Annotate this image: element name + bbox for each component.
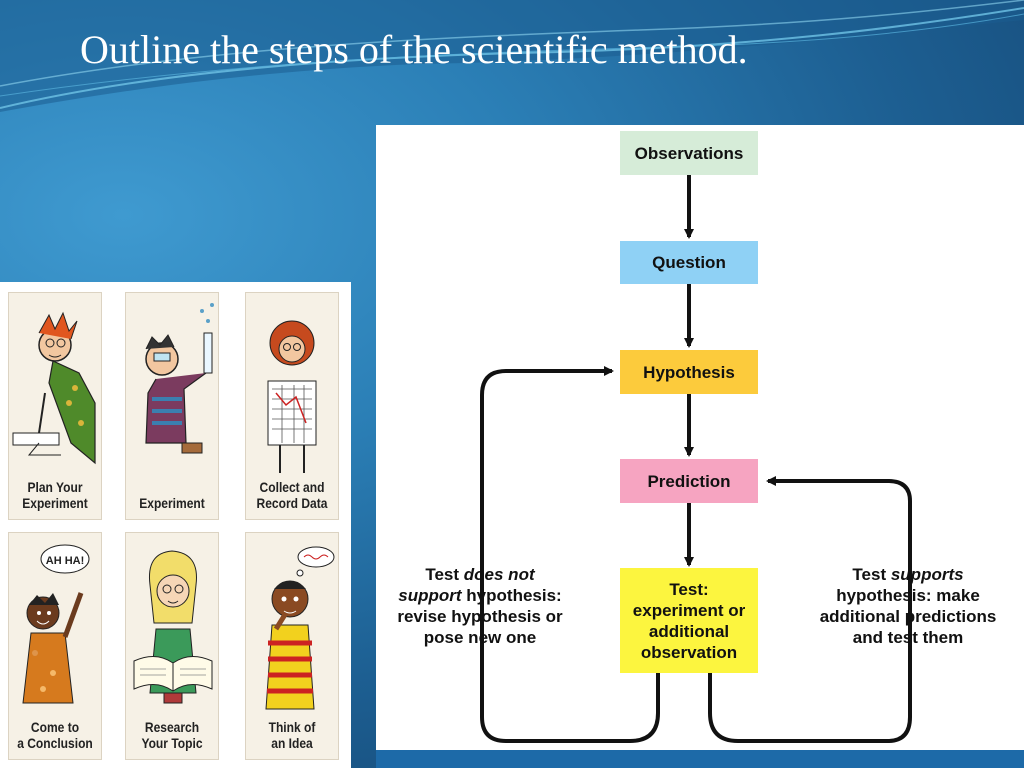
cartoon-caption: Plan Your Experiment [22, 479, 88, 511]
scientist-writing-illustration [12, 311, 96, 465]
decorative-swoosh [0, 0, 1024, 112]
loop-does-not-support [480, 366, 660, 743]
right-loop-text-4: and test them [852, 628, 964, 647]
cartoon-card-idea: Think of an Idea [245, 532, 339, 760]
step-prediction: Prediction [620, 459, 758, 503]
right-loop-label: Test supports hypothesis: make additiona… [800, 564, 1016, 648]
step-prediction-label: Prediction [647, 471, 731, 491]
scientist-test-tube-illustration [145, 303, 214, 454]
left-loop-text-1: Test [425, 565, 464, 584]
left-loop-label: Test does not support hypothesis: revise… [380, 564, 580, 648]
cartoon-caption: Come to a Conclusion [17, 719, 93, 751]
step-question: Question [620, 241, 758, 284]
kid-thinking-illustration [265, 546, 335, 710]
left-loop-italic-1: does not [463, 565, 535, 584]
cartoon-card-conclusion: AH HA! Come to a Conclusion [8, 532, 102, 760]
cartoon-card-plan-experiment: Plan Your Experiment [8, 292, 102, 520]
cartoon-card-collect-data: Collect and Record Data [245, 292, 339, 520]
step-observations: Observations [620, 131, 758, 175]
step-test-label: Test: experiment or additional observati… [632, 579, 746, 662]
speech-bubble-text: AH HA! [46, 555, 85, 567]
right-loop-text-3: additional predictions [819, 607, 997, 626]
right-loop-text-2: hypothesis: make [836, 586, 980, 605]
step-hypothesis: Hypothesis [620, 350, 758, 394]
right-loop-text-1: Test [852, 565, 891, 584]
left-loop-text-2: hypothesis: [461, 586, 562, 605]
left-loop-text-3: revise hypothesis or [397, 607, 563, 626]
step-hypothesis-label: Hypothesis [643, 362, 735, 382]
cartoon-caption: Collect and Record Data [256, 479, 328, 511]
cartoon-caption: Experiment [139, 495, 205, 511]
left-loop-text-4: pose new one [423, 628, 537, 647]
kid-aha-illustration: AH HA! [22, 544, 90, 704]
cartoon-card-research: Research Your Topic [125, 532, 219, 760]
slide-title: Outline the steps of the scientific meth… [80, 27, 748, 72]
scientist-chart-illustration [267, 320, 317, 473]
left-loop-italic-2: support [398, 586, 462, 605]
kid-reading-illustration [133, 550, 213, 704]
cartoon-card-experiment: Experiment [125, 292, 219, 520]
cartoon-panel: Plan Your Experiment Experiment [0, 282, 351, 768]
cartoon-caption: Research Your Topic [141, 719, 203, 751]
loop-supports [708, 476, 912, 743]
step-test: Test: experiment or additional observati… [620, 568, 758, 673]
flowchart-bottom-bar [376, 750, 1024, 768]
right-loop-italic-1: supports [890, 565, 964, 584]
cartoon-caption: Think of an Idea [268, 719, 316, 751]
step-observations-label: Observations [634, 143, 744, 163]
flowchart-arrows [480, 175, 912, 743]
step-question-label: Question [652, 253, 726, 272]
